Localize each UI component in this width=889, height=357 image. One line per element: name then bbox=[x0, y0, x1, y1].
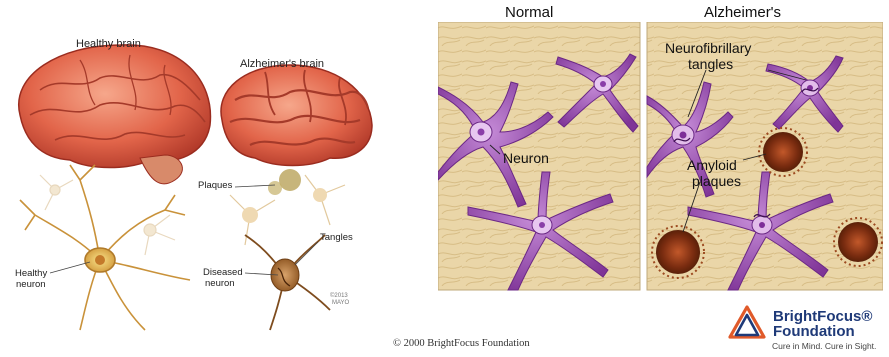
healthy-brain bbox=[19, 45, 211, 184]
alzheimers-brain-label: Alzheimer's brain bbox=[240, 59, 324, 70]
diseased-neuron-label-2: neuron bbox=[205, 278, 235, 289]
stamp-year: ©2013 bbox=[330, 293, 348, 299]
stamp-mayo: MAYO bbox=[332, 300, 349, 306]
brightfocus-logo-icon bbox=[728, 305, 766, 339]
alzheimers-brain bbox=[221, 65, 372, 166]
amyloid-label-1: Amyloid bbox=[687, 157, 737, 173]
healthy-neuron-label-2: neuron bbox=[16, 279, 46, 290]
copyright-text: © 2000 BrightFocus Foundation bbox=[393, 338, 530, 349]
diseased-neurons bbox=[230, 169, 345, 330]
brand-tagline: Cure in Mind. Cure in Sight. bbox=[772, 341, 876, 351]
healthy-brain-label: Healthy brain bbox=[76, 39, 141, 50]
brand-name-2: Foundation bbox=[773, 324, 855, 339]
diseased-neuron-label-1: Diseased bbox=[203, 267, 243, 278]
neuron-label: Neuron bbox=[503, 150, 549, 166]
healthy-neuron-label-1: Healthy bbox=[15, 268, 47, 279]
amyloid-label-2: plaques bbox=[692, 173, 741, 189]
brand-name-1: BrightFocus® bbox=[773, 309, 872, 324]
nft-label-1: Neurofibrillary bbox=[665, 40, 751, 56]
tangles-label: Tangles bbox=[320, 232, 353, 243]
alzheimers-title: Alzheimer's bbox=[704, 4, 781, 21]
plaques-label: Plaques bbox=[198, 180, 232, 191]
nft-label-2: tangles bbox=[688, 56, 733, 72]
plaque-blob bbox=[279, 169, 301, 191]
normal-title: Normal bbox=[505, 4, 553, 21]
healthy-neuron bbox=[20, 165, 190, 330]
